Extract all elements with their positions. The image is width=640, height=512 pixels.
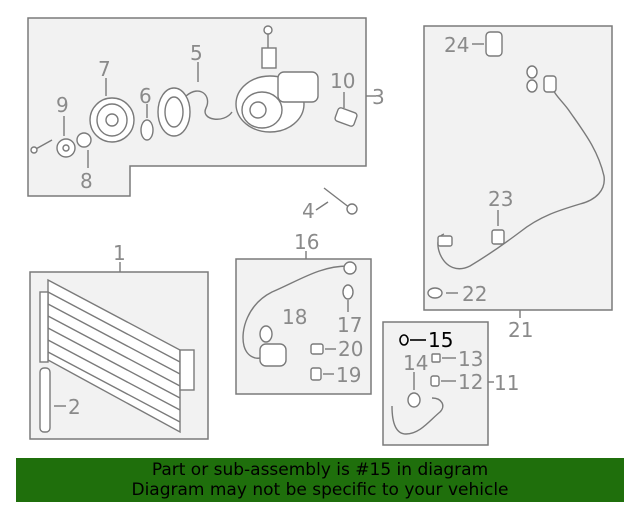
relief-valve-part[interactable]: [334, 92, 358, 127]
callout-6[interactable]: 6: [139, 84, 152, 108]
valve-12-part[interactable]: [430, 375, 456, 387]
valve-24-part[interactable]: [472, 31, 503, 57]
callout-20[interactable]: 20: [338, 337, 363, 361]
callout-7[interactable]: 7: [98, 57, 111, 81]
callout-19[interactable]: 19: [336, 363, 361, 387]
callout-14[interactable]: 14: [403, 351, 428, 375]
callout-8[interactable]: 8: [80, 169, 93, 193]
compressor-body[interactable]: [235, 25, 319, 133]
callout-9[interactable]: 9: [56, 93, 69, 117]
o-rings-upper-part[interactable]: [526, 65, 538, 93]
field-coil-part[interactable]: [157, 62, 233, 137]
o-ring-17-part[interactable]: [342, 284, 354, 312]
notice-banner: Part or sub-assembly is #15 in diagram D…: [16, 458, 624, 502]
callout-1[interactable]: 1: [113, 241, 126, 265]
callout-17[interactable]: 17: [337, 313, 362, 337]
o-ring-22-part[interactable]: [427, 287, 458, 299]
callout-13[interactable]: 13: [458, 347, 483, 371]
snap-ring-part[interactable]: [140, 104, 154, 141]
suction-line-panel: [423, 25, 613, 311]
callout-15[interactable]: 15: [428, 328, 453, 352]
callout-21[interactable]: 21: [508, 318, 533, 342]
banner-line-1: Part or sub-assembly is #15 in diagram: [151, 460, 489, 480]
callout-22[interactable]: 22: [462, 282, 487, 306]
banner-line-2: Diagram may not be specific to your vehi…: [131, 480, 509, 500]
callout-24[interactable]: 24: [444, 33, 469, 57]
callout-23[interactable]: 23: [488, 187, 513, 211]
pulley-part[interactable]: [89, 78, 135, 143]
callout-2[interactable]: 2: [68, 395, 81, 419]
bolt-part[interactable]: [30, 139, 53, 154]
discharge-hose-panel: [235, 258, 372, 395]
callout-12[interactable]: 12: [458, 370, 483, 394]
mount-bolt-part[interactable]: [315, 187, 358, 215]
clutch-hub-part[interactable]: [56, 116, 76, 158]
compressor-panel: [27, 17, 367, 197]
callout-4[interactable]: 4: [302, 199, 315, 223]
shim-part[interactable]: [76, 132, 92, 168]
fitting-13-part[interactable]: [431, 353, 456, 363]
callout-11[interactable]: 11: [494, 371, 519, 395]
valve-20-part[interactable]: [310, 343, 336, 355]
liquid-line-part[interactable]: [391, 372, 444, 435]
discharge-hose-part[interactable]: [242, 261, 357, 367]
callout-3[interactable]: 3: [372, 85, 385, 109]
valve-19-part[interactable]: [310, 367, 334, 381]
callout-16[interactable]: 16: [294, 230, 319, 254]
o-ring-18-part[interactable]: [259, 325, 273, 343]
callout-5[interactable]: 5: [190, 41, 203, 65]
fitting-23-part[interactable]: [491, 210, 505, 245]
o-ring-15-part[interactable]: [399, 334, 426, 346]
callout-10[interactable]: 10: [330, 69, 355, 93]
callout-18[interactable]: 18: [282, 305, 307, 329]
receiver-drier-part[interactable]: [39, 367, 66, 433]
suction-line-part[interactable]: [437, 75, 605, 270]
condenser-part[interactable]: [39, 278, 195, 434]
